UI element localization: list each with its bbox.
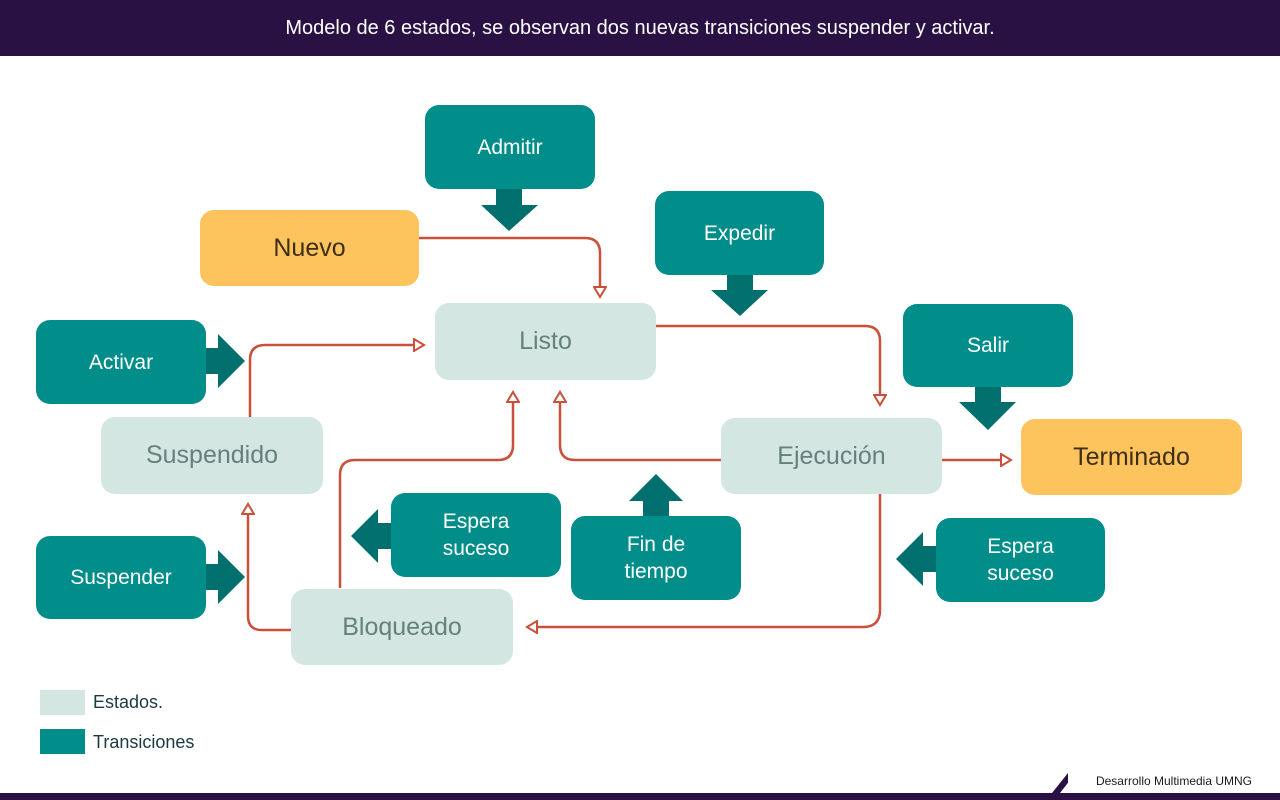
- connector-suspendido-listo: [248, 345, 423, 417]
- state-listo: Listo: [435, 303, 656, 380]
- header-bar: Modelo de 6 estados, se observan dos nue…: [0, 0, 1280, 56]
- transition-suspender-label: Suspender: [70, 566, 172, 589]
- state-bloqueado: Bloqueado: [291, 589, 513, 665]
- legend-label-estados: Estados.: [93, 692, 164, 712]
- connector-bloqueado-listo: [338, 393, 513, 588]
- transition-expedir-label: Expedir: [703, 221, 776, 245]
- arrow-admitir: [481, 188, 538, 231]
- transition-admitir: Admitir: [425, 105, 595, 189]
- connector-listo-ejecucion: [655, 324, 880, 404]
- state-listo-label: Listo: [519, 327, 572, 355]
- transition-espera-left-line2: suceso: [442, 537, 510, 560]
- transition-fin-tiempo-line2: tiempo: [624, 560, 688, 583]
- legend-label-transiciones: Transiciones: [93, 732, 195, 752]
- transition-espera-suceso-right: Espera suceso: [936, 518, 1105, 602]
- state-ejecucion: Ejecución: [721, 418, 942, 494]
- transition-suspender: Suspender: [36, 536, 206, 619]
- transition-expedir: Expedir: [655, 191, 824, 275]
- state-suspendido-label: Suspendido: [145, 441, 279, 469]
- transition-activar-label: Activar: [88, 350, 154, 374]
- transition-salir-label: Salir: [966, 334, 1009, 357]
- arrow-espera-right: [896, 532, 937, 586]
- header-caption: Modelo de 6 estados, se observan dos nue…: [285, 16, 995, 39]
- connector-bloqueado-suspendido: [248, 505, 292, 632]
- state-terminado: Terminado: [1021, 419, 1242, 495]
- legend-swatch-transiciones: [40, 729, 85, 754]
- state-suspendido: Suspendido: [101, 417, 323, 494]
- transition-admitir-label: Admitir: [477, 135, 543, 159]
- arrow-activar: [205, 334, 245, 388]
- transition-espera-right-line2: suceso: [987, 562, 1054, 585]
- transition-activar: Activar: [36, 320, 206, 404]
- connector-nuevo-listo: [418, 236, 600, 296]
- footer-label: Desarrollo Multimedia UMNG: [1068, 768, 1280, 793]
- transition-espera-right-line1: Espera: [987, 535, 1054, 558]
- state-nuevo-label: Nuevo: [273, 233, 346, 262]
- arrow-espera-left: [351, 509, 392, 563]
- transition-espera-suceso-left: Espera suceso: [391, 493, 561, 577]
- arrow-salir: [959, 386, 1016, 430]
- state-ejecucion-label: Ejecución: [777, 441, 886, 470]
- footer-bar: [0, 793, 1280, 800]
- transition-fin-tiempo-line1: Fin de: [626, 533, 686, 556]
- connector-ejecucion-bloqueado: [528, 494, 882, 627]
- transition-fin-de-tiempo: Fin de tiempo: [571, 516, 741, 600]
- arrow-expedir: [711, 274, 768, 316]
- transition-espera-left-line1: Espera: [442, 510, 510, 533]
- state-terminado-label: Terminado: [1073, 442, 1190, 471]
- connector-ejecucion-listo: [560, 393, 722, 462]
- state-nuevo: Nuevo: [200, 210, 419, 286]
- transition-salir: Salir: [903, 304, 1073, 387]
- legend-swatch-estados: [40, 690, 85, 715]
- arrow-fin-tiempo: [629, 474, 683, 517]
- arrow-suspender: [205, 550, 245, 604]
- state-bloqueado-label: Bloqueado: [342, 612, 462, 641]
